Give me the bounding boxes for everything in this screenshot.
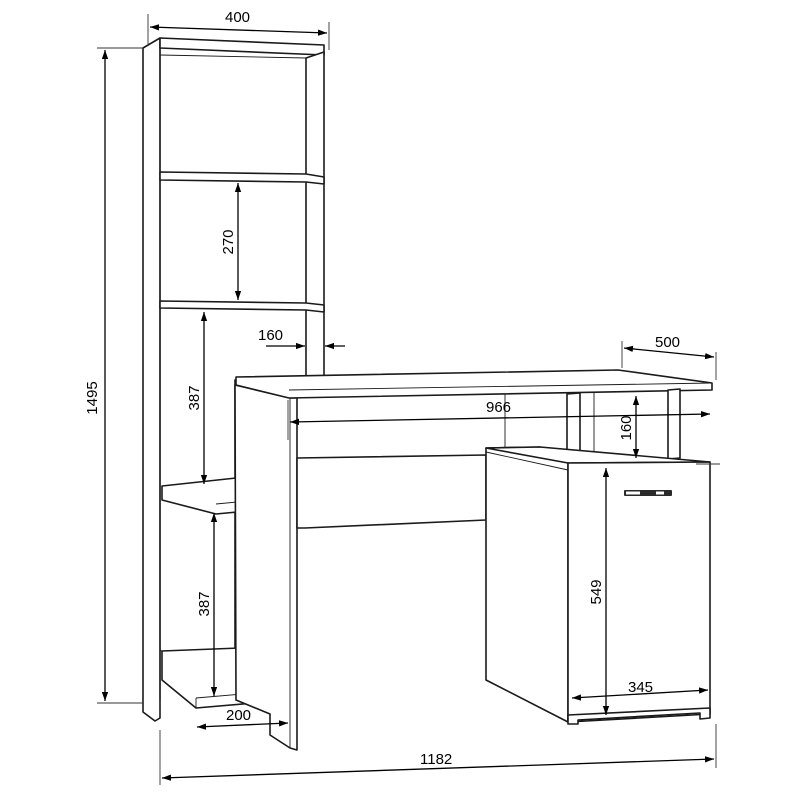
dim-line-total-width <box>161 756 715 781</box>
bookcase-left-panel <box>142 37 161 722</box>
dim-label-desk-width: 966 <box>486 399 511 416</box>
extension-lines <box>97 14 720 785</box>
dimension-labels: 400 1495 270 387 387 200 160 500 966 160… <box>84 9 680 768</box>
dim-label-niche-height: 160 <box>618 415 635 440</box>
cabinet-handle-icon[interactable] <box>624 490 672 496</box>
dim-label-bookcase-width: 400 <box>225 9 250 26</box>
dim-label-post-width: 160 <box>258 327 283 344</box>
desk-top <box>235 369 713 399</box>
dim-label-cabinet-width: 345 <box>628 679 653 696</box>
bookcase-shelf-1 <box>159 171 325 185</box>
cabinet-plinth <box>567 707 711 725</box>
dim-label-total-width: 1182 <box>420 751 452 768</box>
bookcase-top-board <box>159 37 325 56</box>
bookcase-right-post <box>305 51 325 383</box>
dim-label-shelf-gap-bottom: 387 <box>196 591 213 616</box>
dim-line-desk-depth <box>623 345 715 360</box>
desk-modesty-panel <box>296 454 487 529</box>
dim-label-shelf-gap-top: 270 <box>220 229 237 254</box>
niche-post-right <box>667 388 681 460</box>
dimension-lines <box>101 24 715 781</box>
dim-label-cabinet-height: 549 <box>588 579 605 604</box>
dim-label-total-height: 1495 <box>84 381 101 414</box>
dim-label-shelf-gap-middle: 387 <box>186 385 203 410</box>
dim-line-cabinet-width <box>571 687 709 701</box>
dim-label-side-shelf-width: 200 <box>226 707 251 724</box>
dim-line-desk-width <box>289 411 711 425</box>
dim-line-bookcase-width <box>149 24 328 36</box>
dim-label-desk-depth: 500 <box>655 334 680 351</box>
bookcase-shelf-2 <box>159 300 325 313</box>
dim-line-side-shelf-width <box>196 720 289 730</box>
cabinet-body <box>485 446 569 723</box>
